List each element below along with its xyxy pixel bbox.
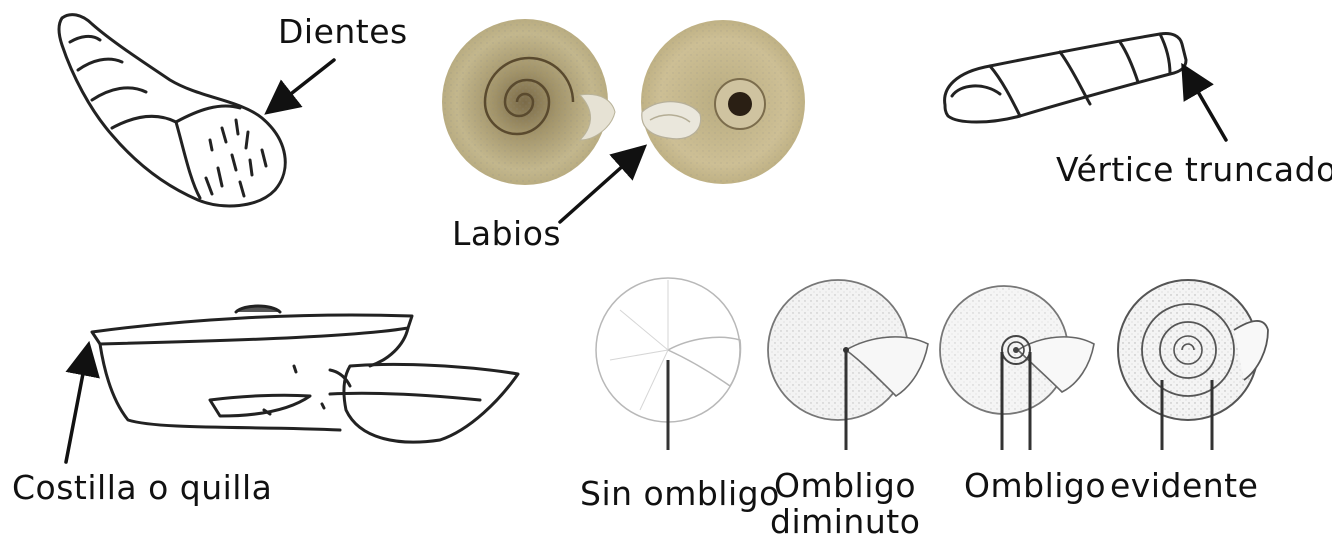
- toothed-shell-drawing: [59, 15, 285, 206]
- label-costilla-o-quilla: Costilla o quilla: [12, 470, 272, 506]
- photo-shell-umbilical: [641, 20, 805, 184]
- label-ombligo-diminuto-line2: diminuto: [770, 504, 920, 540]
- label-ombligo-diminuto: Ombligo diminuto: [770, 468, 920, 541]
- label-dientes: Dientes: [278, 14, 408, 50]
- photo-shell-apical: [442, 19, 615, 185]
- label-ombligo: Ombligo: [964, 468, 1106, 504]
- truncated-shell-drawing: [945, 33, 1186, 122]
- arrow-dientes: [278, 60, 334, 104]
- label-evidente: evidente: [1110, 468, 1258, 504]
- label-ombligo-diminuto-line1: Ombligo: [770, 468, 920, 504]
- shell-umbilicus: [940, 286, 1094, 450]
- shell-tiny-umbilicus: [768, 280, 928, 450]
- arrow-costilla: [66, 358, 86, 462]
- arrow-vertice: [1190, 78, 1226, 140]
- keeled-shell-drawing: [92, 306, 518, 442]
- shell-no-umbilicus: [596, 278, 741, 450]
- label-sin-ombligo: Sin ombligo: [580, 476, 780, 512]
- label-labios: Labios: [452, 216, 561, 252]
- label-vertice-truncado: Vértice truncado: [1056, 152, 1332, 188]
- shell-evident-umbilicus: [1118, 280, 1268, 450]
